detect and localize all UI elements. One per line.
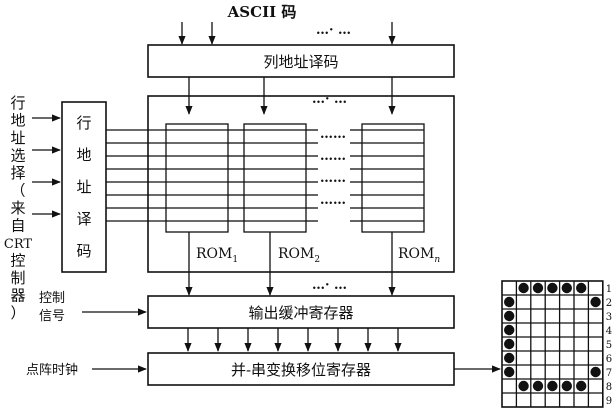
row-decoder-char: 行 xyxy=(76,114,91,132)
output-buffer-label: 输出缓冲寄存器 xyxy=(248,304,353,322)
dot-matrix-dot xyxy=(532,380,544,392)
row-address-label-char: 行 xyxy=(10,94,25,112)
dot-matrix-dot xyxy=(547,380,558,392)
rom-1-box xyxy=(165,123,229,233)
dot-matrix-dot xyxy=(518,282,529,294)
dot-matrix-dot xyxy=(561,282,572,294)
row-address-label-char: 自 xyxy=(10,217,25,235)
control-signal-label-1: 控制 xyxy=(39,291,65,306)
dot-matrix-row-number: 3 xyxy=(606,312,612,323)
rom-dots-3: …… xyxy=(320,171,346,186)
dot-matrix-dot xyxy=(504,366,515,378)
control-signal-label-2: 信号 xyxy=(39,309,65,324)
rom-n-label: ROMn xyxy=(398,246,440,265)
rom-block-n xyxy=(361,123,425,233)
dot-clock-label: 点阵时钟 xyxy=(26,362,78,378)
dot-matrix-dot xyxy=(504,338,515,350)
dot-matrix-dot xyxy=(561,380,572,392)
dot-matrix-dot xyxy=(504,324,515,336)
row-address-label-char: 址 xyxy=(10,129,25,147)
row-select-lines xyxy=(106,129,362,222)
shift-register-label: 并-串变换移位寄存器 xyxy=(231,361,371,379)
dot-matrix-dot xyxy=(590,366,601,378)
dot-matrix-display: 1 2 3 4 5 6 7 8 9 xyxy=(501,280,612,408)
rom-dots-2: …… xyxy=(320,149,346,164)
column-ellipsis: …· … xyxy=(312,92,347,107)
column-decoder-box xyxy=(147,44,455,78)
row-address-label-char: 来 xyxy=(10,199,25,217)
row-address-label-char: ） xyxy=(10,304,25,322)
row-decoder-char: 译 xyxy=(76,210,91,228)
row-address-label-char: 选 xyxy=(10,147,25,165)
buffer-to-shift-arrows xyxy=(184,328,402,352)
rom-block-2 xyxy=(243,123,307,233)
ascii-code-label: ASCII 码 xyxy=(227,3,297,21)
dot-matrix-frame xyxy=(501,280,604,408)
rom-dots-1: …… xyxy=(320,127,346,142)
rom-ellipsis-group: …… …… …… …… xyxy=(320,127,346,208)
dot-matrix-dot xyxy=(504,310,515,322)
row-address-label-char: CRT xyxy=(4,237,33,252)
row-decoder-char: 码 xyxy=(76,242,91,260)
dot-matrix-dot xyxy=(504,296,515,308)
dot-matrix-dot xyxy=(547,282,558,294)
output-buffer-box xyxy=(147,295,455,329)
dot-matrix-row-number: 6 xyxy=(606,354,612,365)
dot-matrix-dot xyxy=(518,380,529,392)
row-decoder-char: 地 xyxy=(76,146,91,164)
row-address-input-arrows xyxy=(32,114,61,218)
dot-matrix-row-number: 4 xyxy=(606,326,612,337)
dot-matrix-row-number: 7 xyxy=(606,368,612,379)
dot-matrix-row-number: 8 xyxy=(606,382,612,393)
rom-row-lines xyxy=(166,129,424,222)
column-decoder-label: 列地址译码 xyxy=(263,53,338,71)
row-address-label-char: 择 xyxy=(10,164,25,182)
rom-array-frame xyxy=(147,95,455,273)
rom-block-1 xyxy=(165,123,229,233)
rom-output-ellipsis: …· … xyxy=(312,278,347,293)
dot-matrix-row-number: 5 xyxy=(606,340,612,351)
rom-2-box xyxy=(243,123,307,233)
dot-matrix-dot xyxy=(576,282,587,294)
dot-matrix-dot xyxy=(590,296,601,308)
dot-matrix-row-number: 1 xyxy=(606,284,612,295)
rom-n-box xyxy=(361,123,425,233)
row-address-label-char: （ xyxy=(10,182,25,200)
dot-matrix-dot xyxy=(532,282,544,294)
row-decoder-char: 址 xyxy=(76,178,91,196)
row-decoder-box xyxy=(61,101,107,273)
rom-1-label: ROM1 xyxy=(196,246,238,265)
rom-output-arrows xyxy=(185,232,396,296)
ascii-ellipsis: …· … xyxy=(316,23,351,38)
ascii-input-arrows xyxy=(178,22,396,45)
dot-matrix-row-number: 9 xyxy=(606,396,612,407)
rom-dots-4: …… xyxy=(320,193,346,208)
dot-matrix-dot xyxy=(576,380,587,392)
dot-matrix-row-number: 2 xyxy=(606,298,612,309)
dot-matrix-dot xyxy=(504,352,515,364)
rom-2-label: ROM2 xyxy=(278,246,320,265)
row-address-label-char: 控 xyxy=(10,252,25,270)
row-address-label-char: 制 xyxy=(10,269,25,287)
row-address-label-char: 器 xyxy=(10,287,25,305)
row-address-label-char: 地 xyxy=(10,112,25,130)
